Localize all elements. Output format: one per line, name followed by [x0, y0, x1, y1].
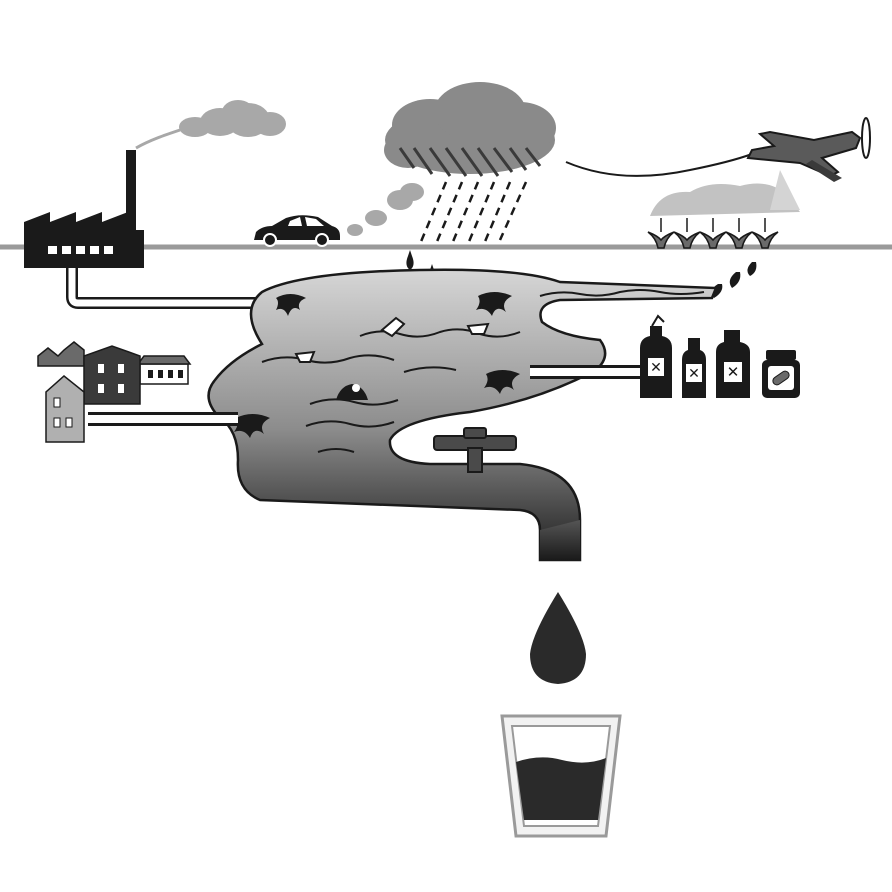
runoff-stream: [539, 289, 705, 297]
factory-pipe: [66, 268, 278, 309]
svg-text:✕: ✕: [650, 360, 662, 376]
water-drop-icon: [530, 592, 586, 684]
car-exhaust: [347, 183, 424, 236]
drinking-glass-icon: [500, 714, 622, 838]
tap-spout: [540, 520, 580, 560]
plane-trail: [565, 153, 753, 177]
car-icon: [254, 215, 340, 247]
plant-icon: [647, 218, 779, 249]
hazard-bottle-icon: ✕ ✕ ✕: [640, 314, 750, 398]
pesticide-spray: [650, 170, 800, 216]
factory-smoke: [135, 100, 286, 150]
water-ripples: [261, 328, 521, 453]
tap-icon: [433, 427, 517, 473]
airplane-icon: [746, 117, 871, 182]
pill-bottle-icon: [762, 350, 800, 398]
svg-text:✕: ✕: [688, 366, 700, 382]
factory-icon: [24, 150, 144, 268]
floating-trash: [294, 316, 490, 400]
svg-text:✕: ✕: [727, 363, 740, 381]
house-icon: [37, 341, 192, 443]
runoff-drops: [711, 262, 757, 298]
spill-splashes: [234, 292, 520, 438]
rain-cloud-icon: [384, 82, 556, 245]
polluted-water-body: [207, 268, 718, 562]
